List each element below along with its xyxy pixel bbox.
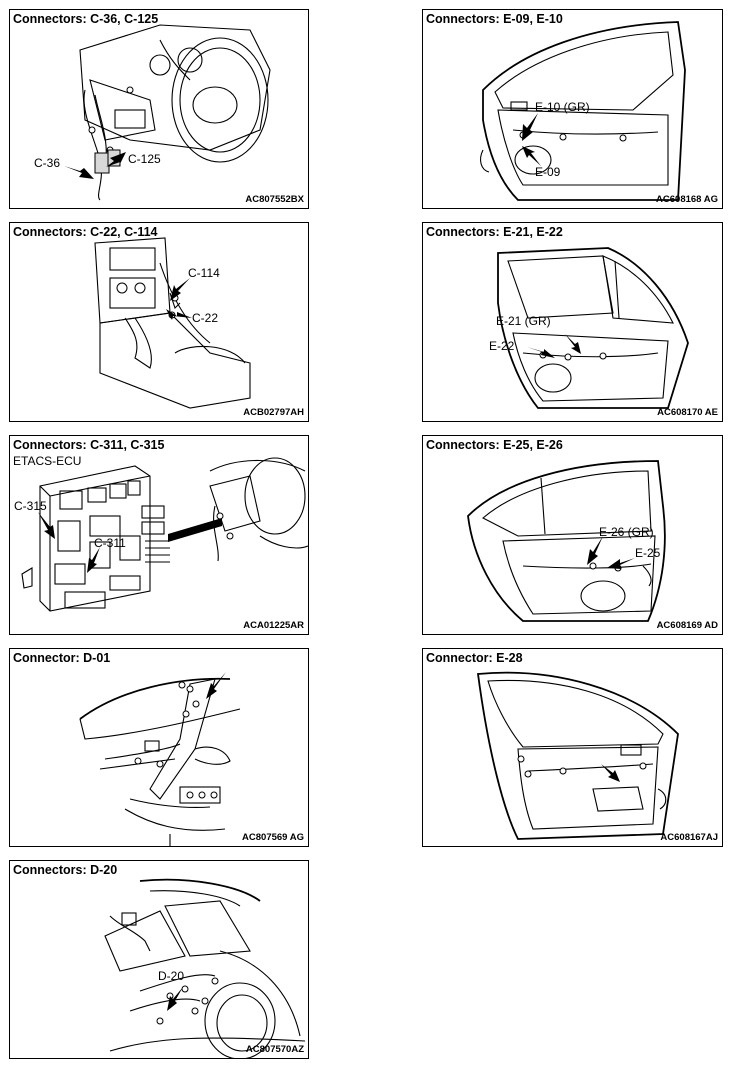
figure-code: AC807570AZ xyxy=(245,1044,304,1055)
diagram-panel-e09-e10: Connectors: E-09, E-10 E-10 (GR) E-09 AC… xyxy=(422,9,723,209)
panel-title: Connectors: E-21, E-22 xyxy=(426,225,563,239)
figure-code: AC608168 AG xyxy=(656,194,718,205)
label-e10: E-10 (GR) xyxy=(535,100,590,114)
label-c114: C-114 xyxy=(188,266,220,280)
panel-title: Connectors: C-311, C-315 xyxy=(13,438,165,452)
diagram-panel-c311-c315: Connectors: C-311, C-315 ETACS-ECU C-315… xyxy=(9,435,309,635)
label-d20: D-20 xyxy=(158,969,185,983)
label-e26: E-26 (GR) xyxy=(599,525,654,539)
figure-code: AC608167AJ xyxy=(660,832,718,843)
label-c125: C-125 xyxy=(128,152,161,166)
label-e09: E-09 xyxy=(535,165,561,179)
e22-arrow xyxy=(527,347,555,358)
center-console-illustration xyxy=(94,237,251,409)
e28-arrow xyxy=(601,764,620,782)
panel-subtitle: ETACS-ECU xyxy=(13,454,82,468)
figure-code: AC807569 AG xyxy=(242,832,304,843)
diagram-panel-d20: Connectors: D-20 D-20 AC807570AZ xyxy=(9,860,309,1059)
c315-arrow xyxy=(38,512,55,539)
panel-title: Connectors: D-20 xyxy=(13,863,118,877)
rear-door-illustration xyxy=(467,460,666,622)
rear-quarter-illustration xyxy=(104,878,306,1058)
c125-arrow xyxy=(106,152,126,167)
e10-arrow xyxy=(522,113,538,141)
c22-arrow xyxy=(166,309,192,320)
diagram-panel-c22-c114: Connectors: C-22, C-114 C-114 C-22 ACB02… xyxy=(9,222,309,422)
figure-code: ACA01225AR xyxy=(243,620,304,631)
label-c315: C-315 xyxy=(14,499,47,513)
e09-arrow xyxy=(522,146,541,166)
e21-arrow xyxy=(565,334,581,354)
front-door-illustration xyxy=(476,671,679,840)
label-e25: E-25 xyxy=(635,546,661,560)
c311-arrow xyxy=(87,547,100,573)
figure-code: ACB02797AH xyxy=(243,407,304,418)
figure-code: AC608170 AE xyxy=(657,407,718,418)
diagram-panel-e21-e22: Connectors: E-21, E-22 E-21 (GR) E-22 AC… xyxy=(422,222,723,422)
label-c22: C-22 xyxy=(192,311,219,325)
rear-door-illustration xyxy=(497,247,689,409)
e25-arrow xyxy=(607,558,635,569)
label-e22: E-22 xyxy=(489,339,515,353)
front-door-illustration xyxy=(480,21,686,201)
panel-title: Connectors: E-25, E-26 xyxy=(426,438,563,452)
label-e21: E-21 (GR) xyxy=(496,314,551,328)
panel-title: Connectors: C-36, C-125 xyxy=(13,12,159,26)
diagram-panel-e28: Connector: E-28 AC608167AJ xyxy=(422,648,723,847)
panel-title: Connector: E-28 xyxy=(426,651,523,665)
c114-arrow xyxy=(170,278,190,301)
etacs-ecu-illustration xyxy=(21,457,308,612)
panel-title: Connectors: E-09, E-10 xyxy=(426,12,563,26)
figure-code: AC807552BX xyxy=(245,194,304,205)
panel-title: Connector: D-01 xyxy=(13,651,111,665)
diagram-panel-d01: Connector: D-01 AC807569 AG xyxy=(9,648,309,847)
e26-arrow xyxy=(587,536,603,565)
d01-arrow xyxy=(206,672,226,699)
diagram-panel-c36-c125: Connectors: C-36, C-125 C-36 C-125 AC807… xyxy=(9,9,309,209)
diagram-panel-e25-e26: Connectors: E-25, E-26 E-26 (GR) E-25 AC… xyxy=(422,435,723,635)
d20-arrow xyxy=(167,987,183,1011)
leader-wedge xyxy=(168,518,222,542)
c36-arrow xyxy=(64,166,94,179)
figure-code: AC608169 AD xyxy=(656,620,718,631)
a-pillar-illustration xyxy=(79,672,241,846)
label-c36: C-36 xyxy=(34,156,61,170)
label-c311: C-311 xyxy=(94,536,126,550)
dashboard-illustration xyxy=(64,24,271,201)
panel-title: Connectors: C-22, C-114 xyxy=(13,225,158,239)
